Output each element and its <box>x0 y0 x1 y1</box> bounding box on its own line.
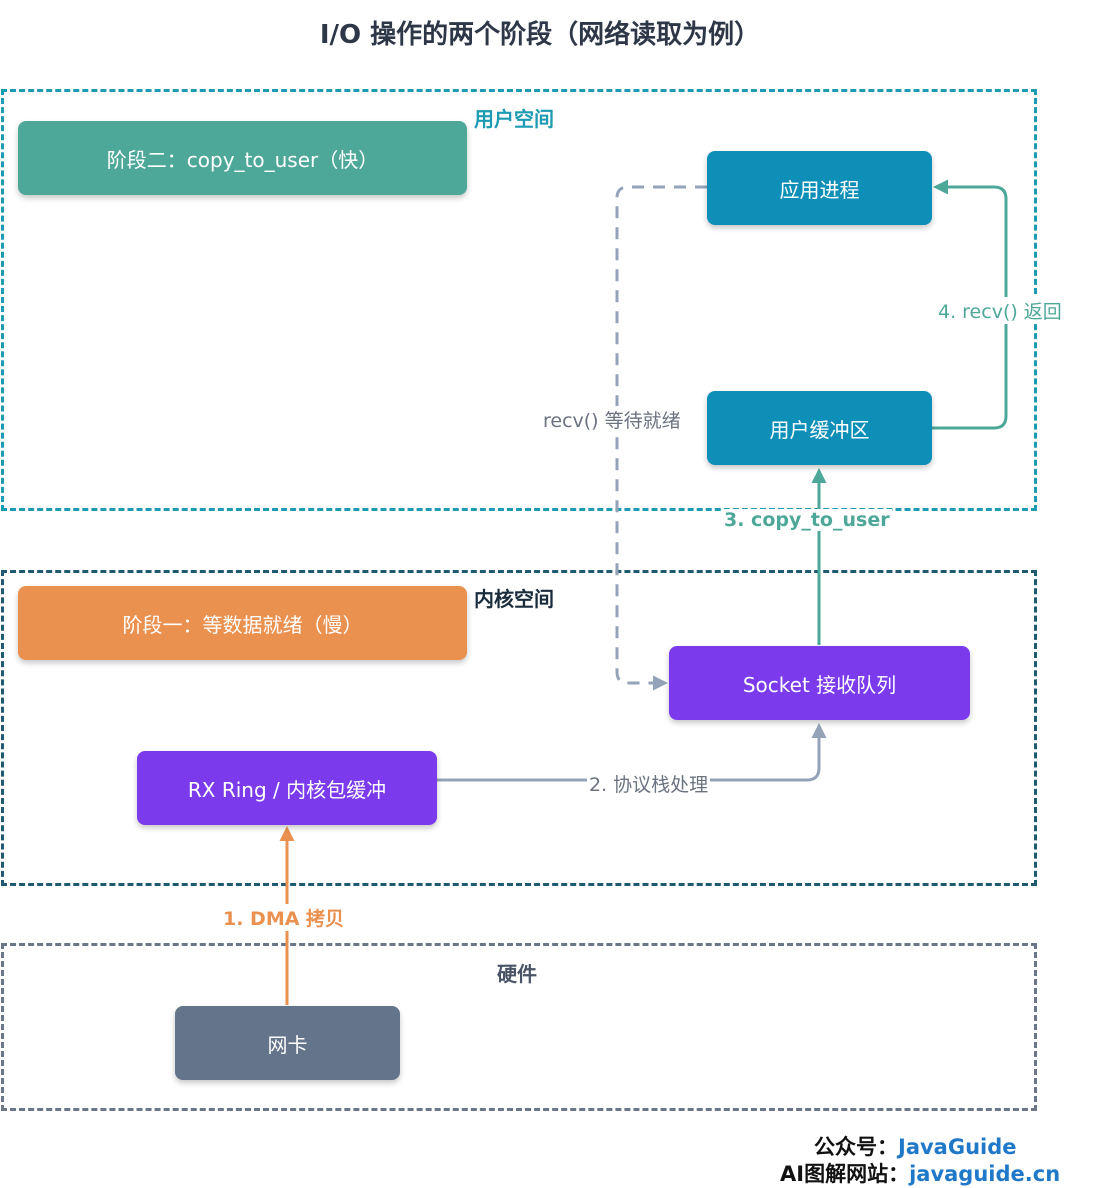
phase-one-box: 阶段一：等数据就绪（慢） <box>18 586 467 660</box>
protocol-label: 2. 协议栈处理 <box>587 770 711 797</box>
kernel-space-region <box>1 570 1037 886</box>
diagram-title: I/O 操作的两个阶段（网络读取为例） <box>319 20 761 50</box>
footer-account-label: 公众号： <box>814 1135 898 1159</box>
footer-site-label: AI图解网站： <box>780 1162 910 1186</box>
rx-ring-box: RX Ring / 内核包缓冲 <box>137 751 437 825</box>
user-buffer-box: 用户缓冲区 <box>707 391 932 465</box>
footer-account-name: JavaGuide <box>898 1135 1017 1159</box>
hardware-region <box>1 943 1037 1111</box>
recv-return-label: 4. recv() 返回 <box>936 297 1064 324</box>
footer-site: AI图解网站：javaguide.cn <box>780 1158 1060 1188</box>
recv-wait-label: recv() 等待就绪 <box>541 406 683 433</box>
footer-site-url[interactable]: javaguide.cn <box>909 1162 1061 1186</box>
copy-to-user-label: 3. copy_to_user <box>722 509 892 531</box>
socket-queue-box: Socket 接收队列 <box>669 646 970 720</box>
phase-two-box: 阶段二：copy_to_user（快） <box>18 121 467 195</box>
footer-account: 公众号：JavaGuide <box>814 1131 1017 1161</box>
user-space-label: 用户空间 <box>474 107 554 131</box>
protocol-edge <box>437 723 827 782</box>
recv-wait-edge <box>615 185 707 691</box>
nic-box: 网卡 <box>175 1006 400 1080</box>
app-process-box: 应用进程 <box>707 151 932 225</box>
dma-label: 1. DMA 拷贝 <box>221 904 347 931</box>
kernel-space-label: 内核空间 <box>474 587 554 611</box>
hardware-label: 硬件 <box>497 962 537 986</box>
